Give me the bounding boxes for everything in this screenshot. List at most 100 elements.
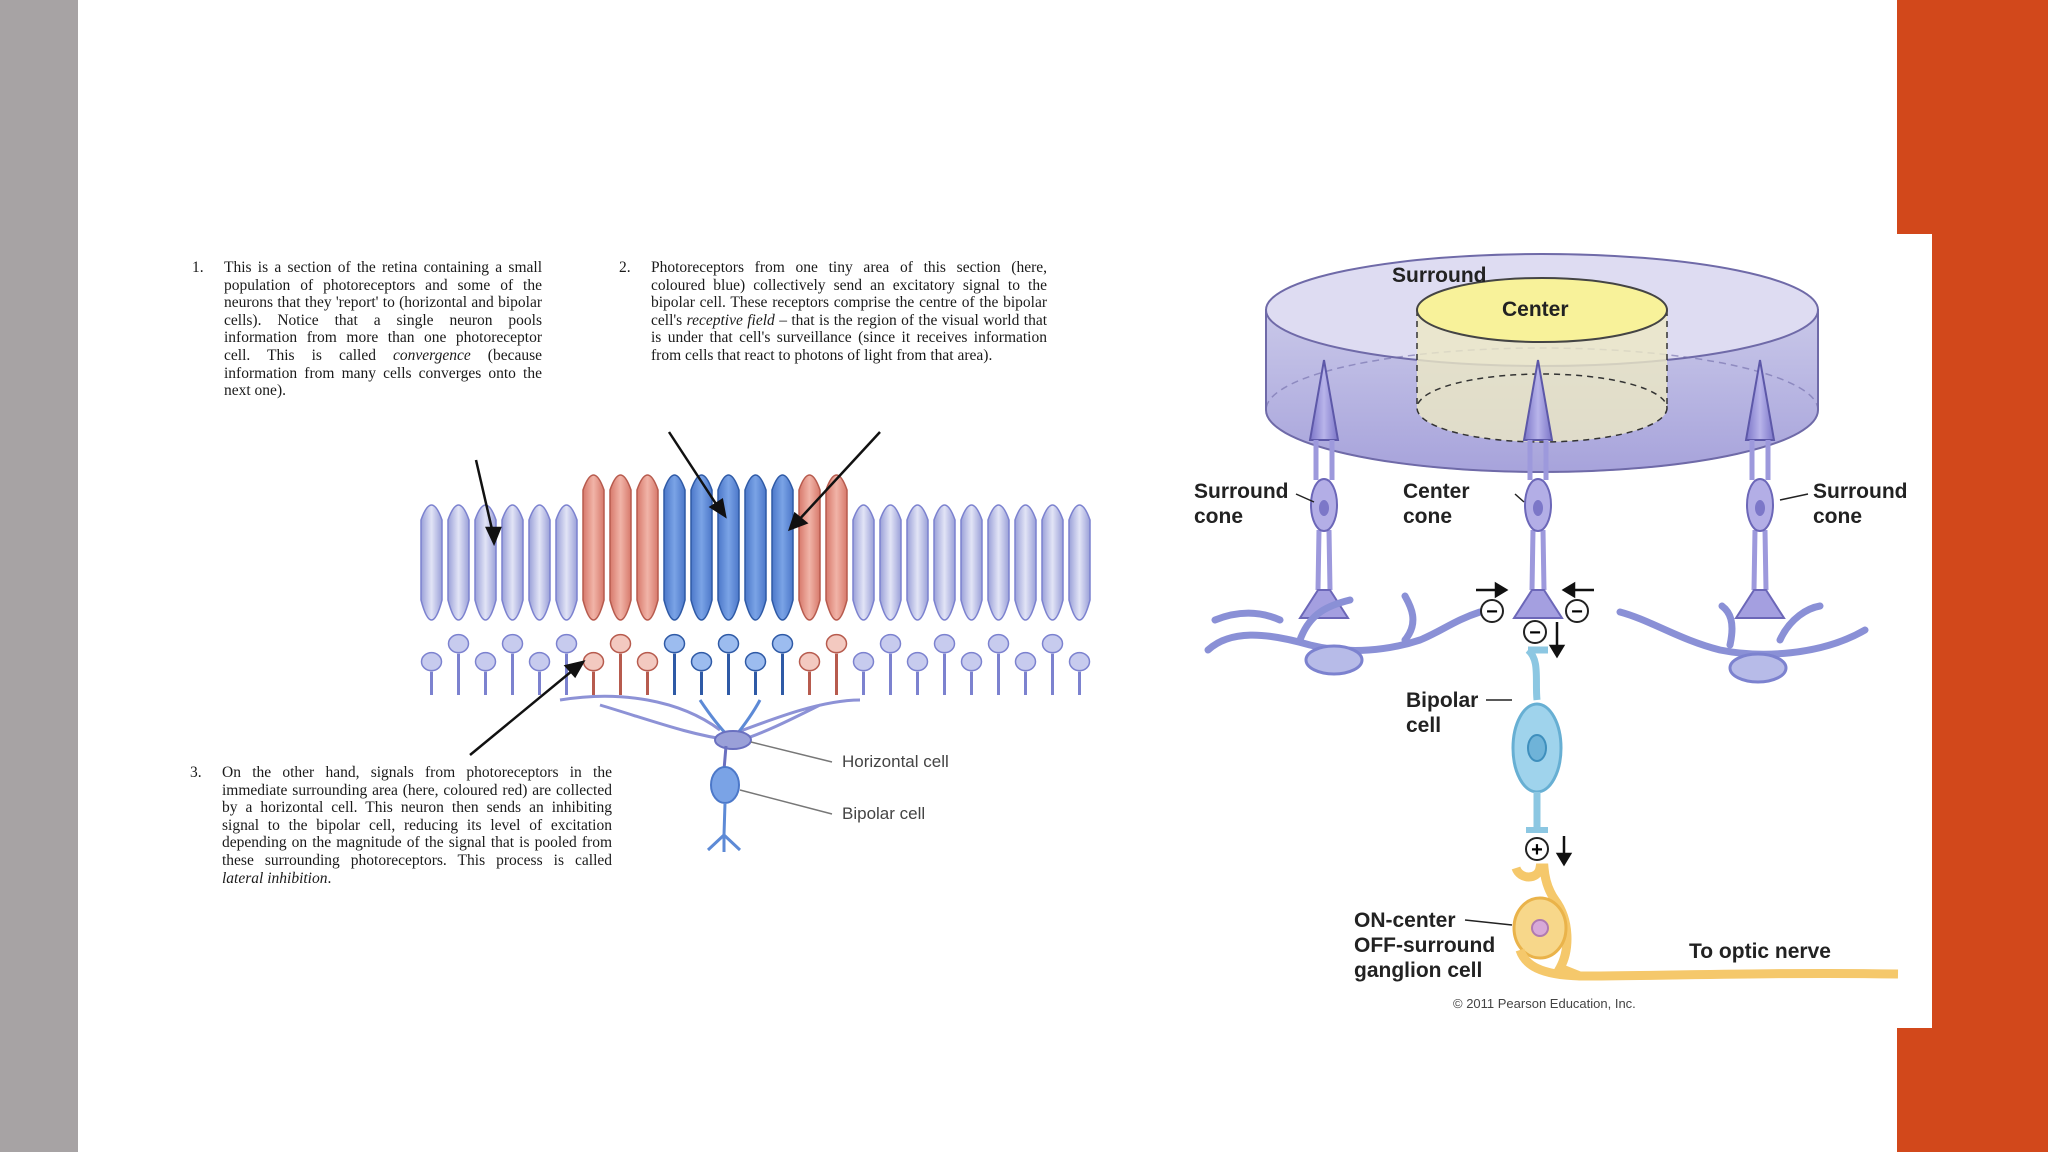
note-1-number: 1. (192, 259, 204, 276)
horizontal-cell-label: Horizontal cell (842, 752, 949, 771)
surround-cone-left-stalk (1313, 440, 1335, 591)
note-1-emphasis: convergence (393, 346, 471, 364)
note-2: 2. Photoreceptors from one tiny area of … (619, 259, 1047, 365)
note-3-text-end: . (327, 869, 332, 887)
signal-signs: − − − + (1480, 599, 1589, 861)
note-2-text: Photoreceptors from one tiny area of thi… (651, 259, 1047, 329)
photoreceptor-nucleus (960, 651, 983, 672)
note-2-number: 2. (619, 259, 631, 276)
photoreceptor (1041, 504, 1064, 621)
center-cone-line1: Center (1403, 480, 1470, 503)
surround-cone-left-outer-segment (1308, 359, 1340, 441)
photoreceptor-nucleus (717, 633, 740, 654)
surround-cone-right-outer-segment (1744, 359, 1776, 441)
center-cone-line2: cone (1403, 505, 1453, 528)
copyright: © 2011 Pearson Education, Inc. (1453, 996, 1636, 1011)
note-1-text-end: (because information from many cells con… (224, 346, 542, 400)
center-cone-terminal (1512, 589, 1564, 619)
bipolar-cell (1511, 646, 1563, 833)
photoreceptor-nucleus (825, 633, 848, 654)
photoreceptor (420, 504, 443, 621)
flow-arrows (1476, 581, 1594, 867)
photoreceptor (636, 474, 659, 621)
plus-sign-ganglion: + (1531, 839, 1543, 861)
photoreceptor (906, 504, 929, 621)
surround-cone-left-nucleus (1319, 500, 1329, 516)
surround-cone-left-terminal (1298, 589, 1350, 619)
optic-nerve-label: To optic nerve (1689, 940, 1831, 963)
photoreceptor (663, 474, 686, 621)
photoreceptor (582, 474, 605, 621)
ganglion-label: ON-center OFF-surround ganglion cell (1354, 908, 1495, 983)
center-cone-label: Center cone (1403, 479, 1470, 529)
left-side-bar (0, 0, 78, 1152)
photoreceptor (447, 504, 470, 621)
photoreceptor (744, 474, 767, 621)
photoreceptor (528, 504, 551, 621)
note-2-text-end: – that is the region of the visual world… (651, 311, 1047, 364)
photoreceptor-nucleus (420, 651, 443, 672)
photoreceptor-nucleus (636, 651, 659, 672)
photoreceptor-nucleus (771, 633, 794, 654)
photoreceptor (825, 474, 848, 621)
center-cone-outer-segment (1522, 359, 1554, 441)
note-3: 3. On the other hand, signals from photo… (190, 764, 612, 887)
photoreceptor-nucleus (852, 651, 875, 672)
photoreceptor-nucleus (1014, 651, 1037, 672)
minus-sign-right: − (1571, 601, 1583, 623)
center-label: Center (1502, 298, 1569, 321)
surround-cone-left-line1: Surround (1194, 480, 1289, 503)
photoreceptor-nucleus (690, 651, 713, 672)
ganglion-line2: OFF-surround (1354, 934, 1496, 957)
photoreceptor-nucleus (933, 633, 956, 654)
neuron-processes (559, 694, 861, 852)
surround-cone-right-terminal (1734, 589, 1786, 619)
photoreceptor-nucleus (501, 633, 524, 654)
bipolar-line2: cell (1406, 714, 1442, 737)
note-3-number: 3. (190, 764, 202, 781)
surround-cone-right-stalk (1749, 440, 1771, 591)
bipolar-label: Bipolar cell (1406, 688, 1478, 738)
ganglion-cell (1511, 863, 1899, 981)
left-horizontal-cell (1304, 644, 1364, 676)
horizontal-cells (1204, 592, 1869, 658)
photoreceptor (987, 504, 1010, 621)
note-3-text: On the other hand, signals from photorec… (222, 764, 612, 869)
ganglion-line3: ganglion cell (1354, 959, 1483, 982)
leader-lines (1295, 493, 1809, 926)
photoreceptor-nucleus (555, 633, 578, 654)
center-cylinder (1416, 277, 1668, 443)
photoreceptor-nucleus (474, 651, 497, 672)
photoreceptor (798, 474, 821, 621)
photoreceptor-nucleus (906, 651, 929, 672)
photoreceptor-nucleus (744, 651, 767, 672)
photoreceptor-layer (420, 474, 1091, 695)
right-horizontal-cell (1728, 652, 1788, 684)
photoreceptor-nucleus (879, 633, 902, 654)
photoreceptor (555, 504, 578, 621)
center-cone-stalk (1527, 440, 1549, 591)
surround-cone-right-label: Surround cone (1813, 479, 1908, 529)
bipolar-line1: Bipolar (1406, 689, 1479, 712)
surround-cone-right-line1: Surround (1813, 480, 1908, 503)
pointer-arrows (469, 431, 881, 756)
photoreceptor (852, 504, 875, 621)
photoreceptor-nucleus (1041, 633, 1064, 654)
center-cone-nucleus (1533, 500, 1543, 516)
minus-sign-bipolar: − (1529, 622, 1541, 644)
photoreceptor (1014, 504, 1037, 621)
photoreceptor-nucleus (663, 633, 686, 654)
photoreceptor (960, 504, 983, 621)
minus-sign-left: − (1486, 601, 1498, 623)
ganglion-line1: ON-center (1354, 909, 1456, 932)
photoreceptor-nucleus (609, 633, 632, 654)
photoreceptor (609, 474, 632, 621)
surround-cone-right-line2: cone (1813, 505, 1863, 528)
photoreceptor (933, 504, 956, 621)
photoreceptor (501, 504, 524, 621)
photoreceptor (1068, 504, 1091, 621)
photoreceptor-nucleus (987, 633, 1010, 654)
photoreceptor-nucleus (1068, 651, 1091, 672)
